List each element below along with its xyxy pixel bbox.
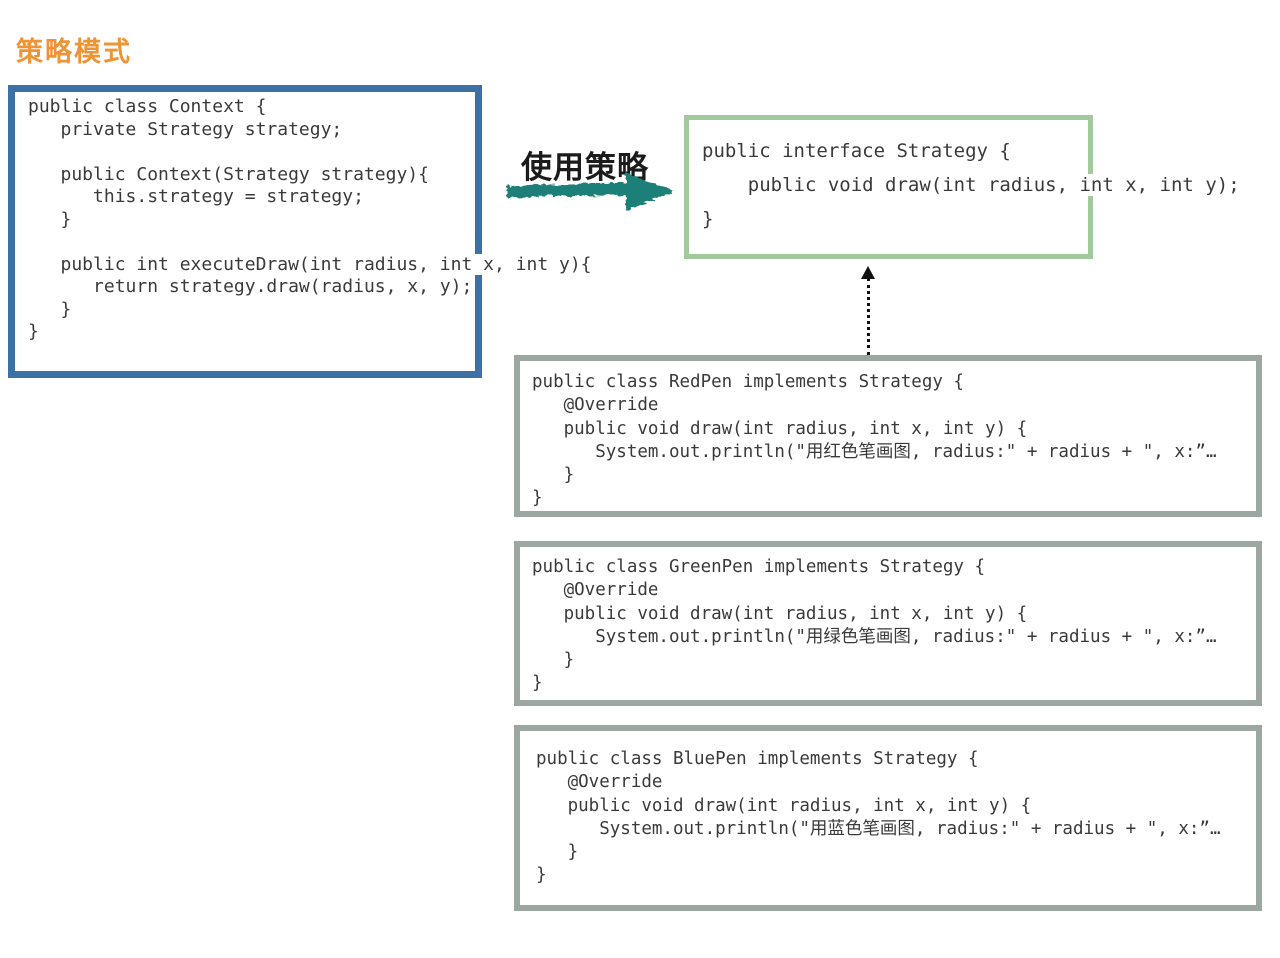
code-line: System.out.println("用蓝色笔画图, radius:" + r… (536, 818, 1221, 839)
code-line: } (702, 208, 714, 230)
code-line: } (532, 488, 543, 509)
code-line: public class RedPen implements Strategy … (532, 372, 964, 392)
use-strategy-arrow-icon (507, 173, 674, 211)
redpen-class-code: public class RedPen implements Strategy … (520, 361, 1256, 511)
page-title: 策略模式 (16, 37, 132, 67)
code-line: public void draw(int radius, int x, int … (702, 174, 1240, 196)
code-line: } (28, 321, 39, 342)
code-line: } (28, 298, 72, 320)
code-line: public int executeDraw(int radius, int x… (28, 253, 592, 275)
code-line: } (532, 673, 543, 694)
code-line: public class BluePen implements Strategy… (536, 749, 979, 769)
bluepen-class-box: public class BluePen implements Strategy… (514, 725, 1262, 911)
bluepen-class-code: public class BluePen implements Strategy… (520, 731, 1256, 888)
redpen-class-box: public class RedPen implements Strategy … (514, 355, 1262, 517)
code-line: System.out.println("用绿色笔画图, radius:" + r… (532, 626, 1217, 647)
arrowhead-icon (861, 266, 875, 279)
dotted-stem (867, 278, 870, 355)
code-line: public void draw(int radius, int x, int … (532, 603, 1028, 624)
code-line: } (536, 865, 547, 886)
implements-arrow-icon (859, 266, 877, 355)
context-class-code: public class Context { private Strategy … (15, 92, 592, 344)
code-line: public class Context { (28, 96, 267, 117)
code-line: public void draw(int radius, int x, int … (532, 418, 1028, 439)
greenpen-class-code: public class GreenPen implements Strateg… (520, 547, 1256, 696)
code-line: public void draw(int radius, int x, int … (536, 795, 1032, 816)
context-class-box: public class Context { private Strategy … (8, 85, 592, 378)
code-line: } (28, 208, 72, 230)
code-line: } (536, 842, 579, 863)
code-line (28, 231, 475, 254)
strategy-interface-box: public interface Strategy { public void … (684, 115, 1240, 259)
code-line: private Strategy strategy; (28, 118, 343, 140)
code-line (28, 141, 475, 164)
code-line: @Override (536, 772, 663, 793)
code-line: return strategy.draw(radius, x, y); (28, 276, 473, 297)
greenpen-class-box: public class GreenPen implements Strateg… (514, 541, 1262, 706)
code-line: } (532, 650, 575, 671)
code-line: public class GreenPen implements Strateg… (532, 557, 986, 577)
code-line: public Context(Strategy strategy){ (28, 163, 429, 185)
code-line: @Override (532, 395, 659, 416)
code-line: public interface Strategy { (702, 140, 1011, 162)
code-line: } (532, 465, 575, 486)
code-line: @Override (532, 580, 659, 601)
code-line: this.strategy = strategy; (28, 186, 364, 207)
strategy-interface-code: public interface Strategy { public void … (689, 120, 1240, 236)
code-line: System.out.println("用红色笔画图, radius:" + r… (532, 441, 1217, 462)
